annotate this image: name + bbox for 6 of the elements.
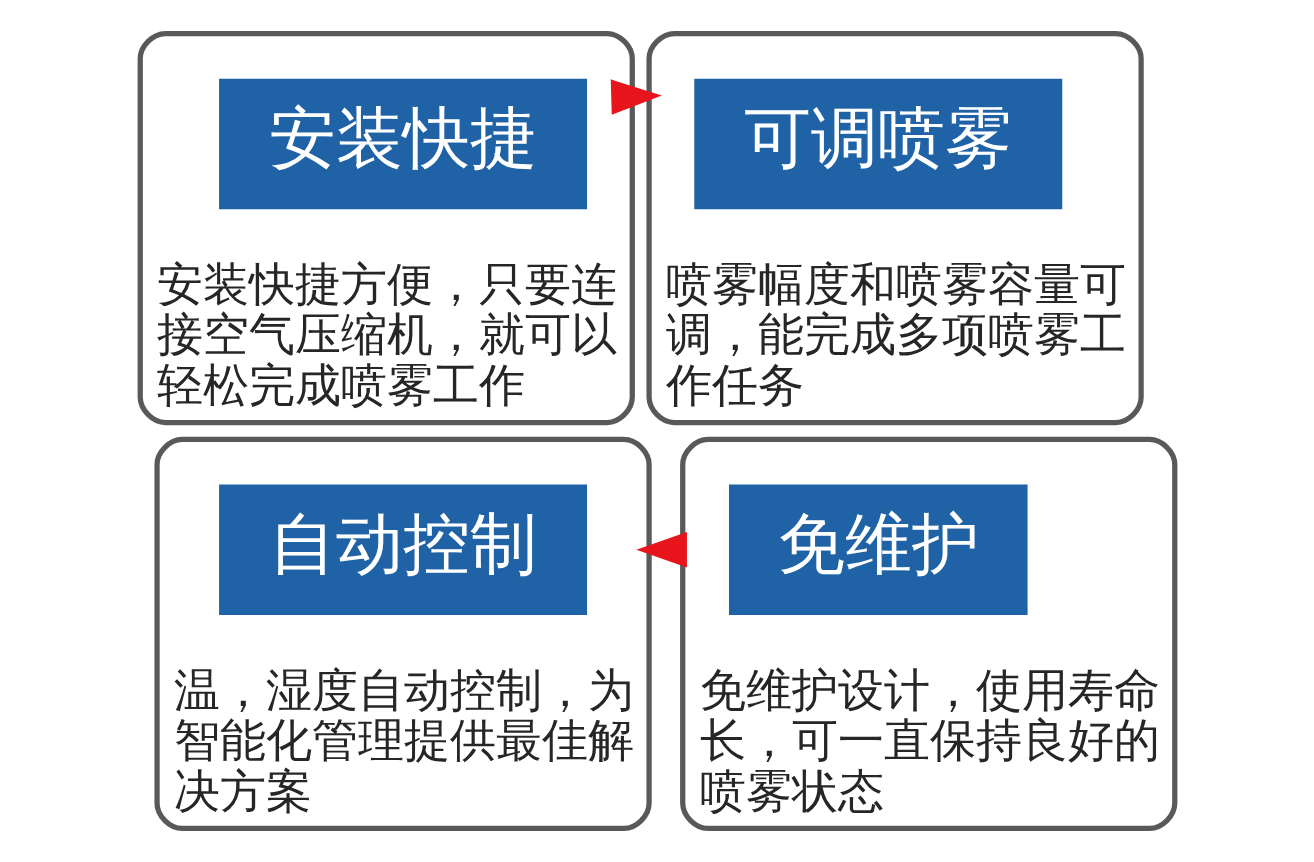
node-box: 免维护 xyxy=(728,484,1028,615)
node-box: 自动控制 xyxy=(218,484,587,615)
node-box: 安装快捷 xyxy=(218,78,587,210)
arrow xyxy=(635,532,687,568)
arrow xyxy=(610,79,662,115)
node-box: 可调喷雾 xyxy=(693,78,1062,210)
